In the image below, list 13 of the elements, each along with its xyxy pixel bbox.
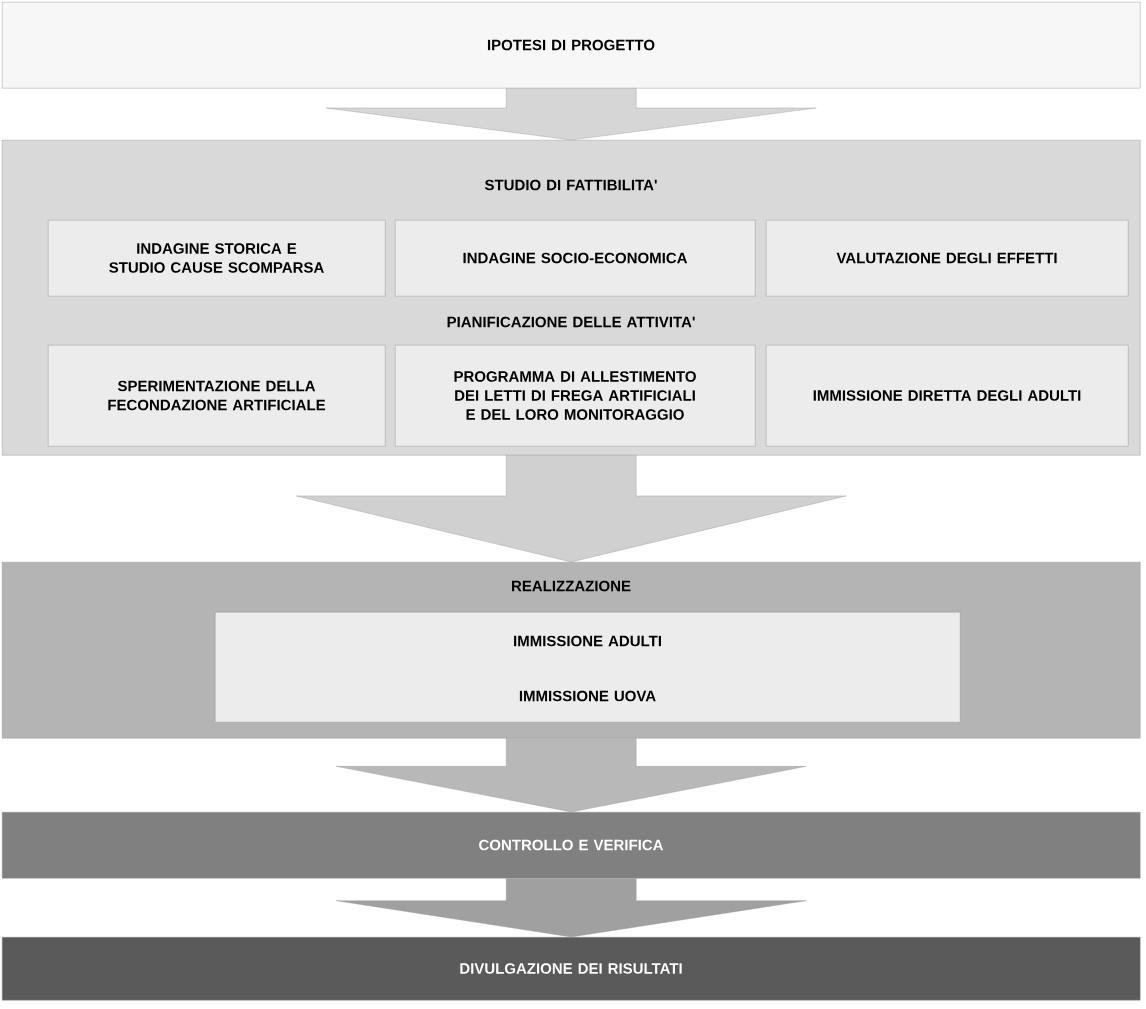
block-arrow (326, 88, 817, 141)
activity-box: SPERIMENTAZIONE DELLA FECONDAZIONE ARTIFICIALE (48, 345, 386, 447)
stage-band: CONTROLLO E VERIFICA (2, 812, 1141, 879)
activity-box: PROGRAMMA DI ALLESTIMENTO DEI LETTI DI FREGA ARTIFICIALI E DEL LORO MONITORAGGIO (395, 345, 756, 447)
activity-box: VALUTAZIONE DEGLI EFFETTI (766, 220, 1129, 297)
activity-box: IMMISSIONE DIRETTA DEGLI ADULTI (766, 345, 1129, 447)
stage-band: IPOTESI DI PROGETTO (2, 2, 1141, 89)
block-arrow (336, 878, 807, 938)
activity-box: IMMISSIONE ADULTI IMMISSIONE UOVA (215, 612, 961, 723)
activity-box: INDAGINE SOCIO-ECONOMICA (395, 220, 756, 297)
block-arrow (336, 738, 807, 813)
activity-box: INDAGINE STORICA E STUDIO CAUSE SCOMPARSA (48, 220, 386, 297)
stage-band: DIVULGAZIONE DEI RISULTATI (2, 937, 1141, 1001)
